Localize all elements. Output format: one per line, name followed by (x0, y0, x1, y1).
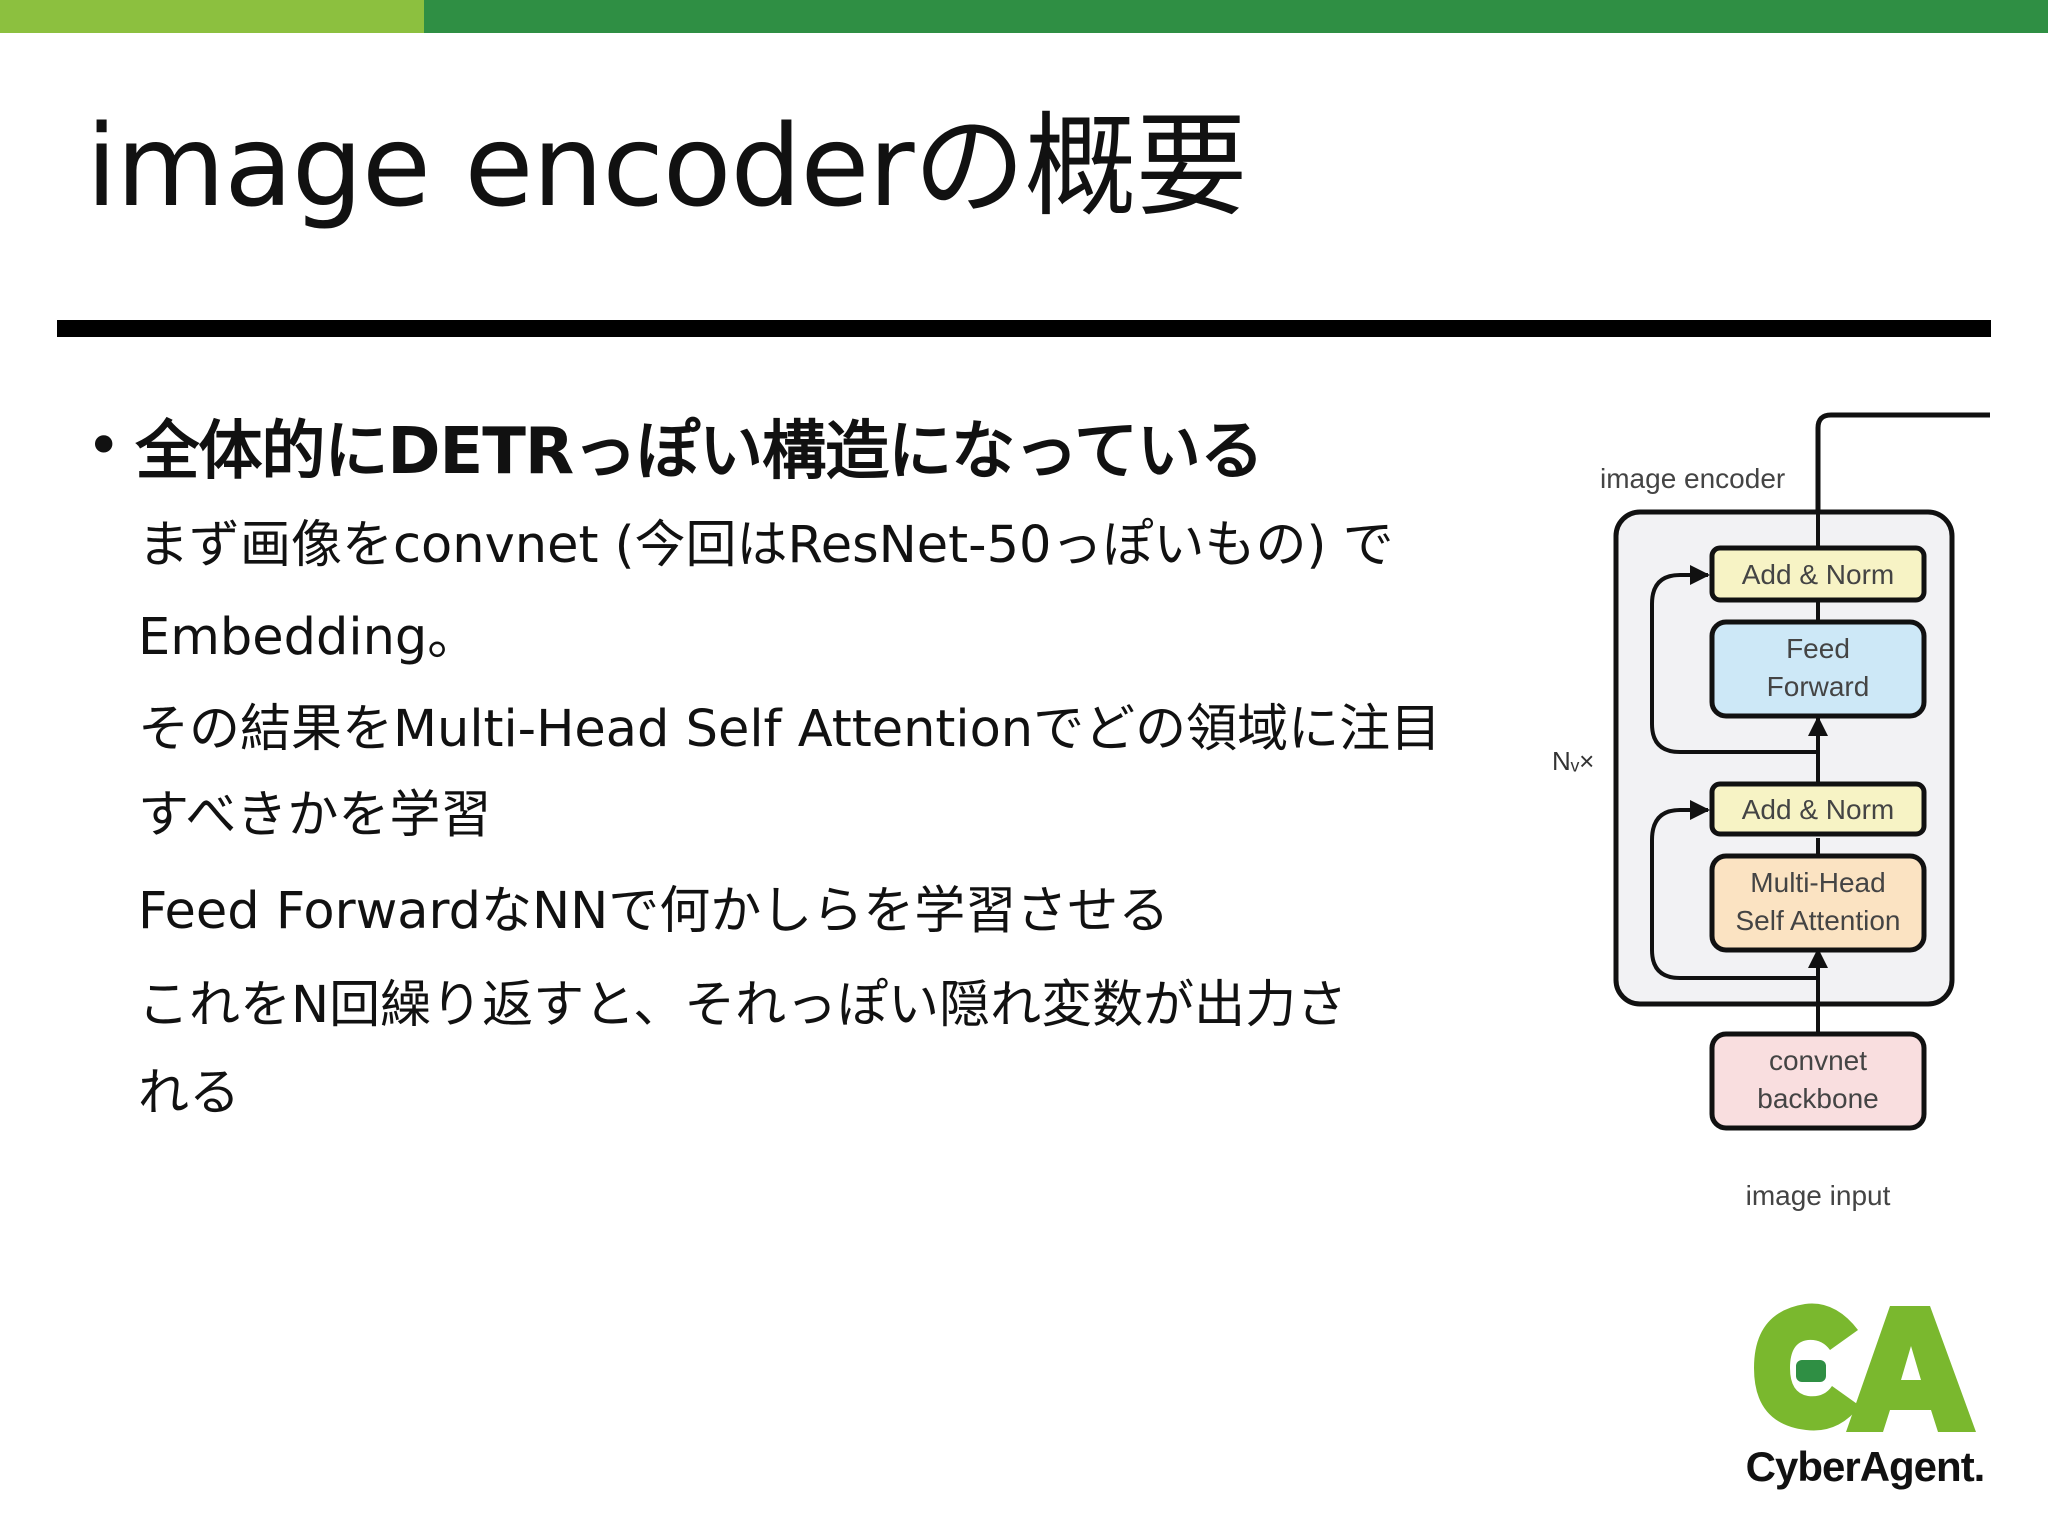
bullet-dot-icon: • (86, 411, 122, 481)
ca-mark-icon (1754, 1303, 1976, 1432)
multi-head-attention-box: Multi-Head Self Attention (1709, 853, 1927, 953)
body-line-3: その結果をMulti-Head Self Attentionでどの領域に注目 (138, 700, 1442, 759)
title-divider (57, 320, 1991, 337)
repeat-label: Nᵥ× (1552, 746, 1594, 776)
body-line-1: まず画像をconvnet (今回はResNet-50っぽいもの) で (138, 516, 1394, 575)
add-norm-top-box: Add & Norm (1709, 545, 1927, 603)
bullet-item: • 全体的にDETRっぽい構造になっている (86, 400, 1264, 492)
body-line-2: Embedding。 (138, 608, 479, 667)
feed-forward-box: Feed Forward (1709, 619, 1927, 719)
mha-label-2: Self Attention (1735, 905, 1900, 936)
slide-title: image encoderの概要 (86, 102, 1247, 232)
residual-loop-attention (1650, 800, 1818, 980)
feed-forward-label-1: Feed (1786, 633, 1850, 664)
add-norm-top-label: Add & Norm (1742, 559, 1895, 590)
logo-wordmark: CyberAgent. (1745, 1443, 1986, 1490)
backbone-label-1: convnet (1769, 1045, 1867, 1076)
add-norm-bottom-box: Add & Norm (1709, 781, 1927, 837)
body-line-7: れる (138, 1064, 241, 1123)
feed-forward-label-2: Forward (1767, 671, 1870, 702)
backbone-label-2: backbone (1757, 1083, 1878, 1114)
bullet-heading: 全体的にDETRっぽい構造になっている (135, 415, 1264, 489)
encoder-label: image encoder (1600, 463, 1785, 494)
add-norm-bottom-label: Add & Norm (1742, 794, 1895, 825)
body-line-4: すべきかを学習 (138, 786, 492, 845)
top-accent-bar (0, 0, 2048, 33)
residual-loop-feedforward (1650, 565, 1818, 754)
output-arrow (1815, 412, 1990, 515)
top-accent-bar-light (0, 0, 424, 33)
top-accent-bar-dark (424, 0, 2048, 33)
body-line-5: Feed ForwardなNNで何かしらを学習させる (138, 882, 1170, 941)
encoder-diagram: image encoder Nᵥ× Add & Norm Feed Forwar… (1552, 412, 1990, 1211)
convnet-backbone-box: convnet backbone (1709, 1031, 1927, 1131)
image-input-label: image input (1746, 1180, 1891, 1211)
body-line-6: これをN回繰り返すと、それっぽい隠れ変数が出力さ (138, 976, 1348, 1035)
cyberagent-logo: CyberAgent. (1740, 1300, 1990, 1510)
mha-label-1: Multi-Head (1750, 867, 1885, 898)
